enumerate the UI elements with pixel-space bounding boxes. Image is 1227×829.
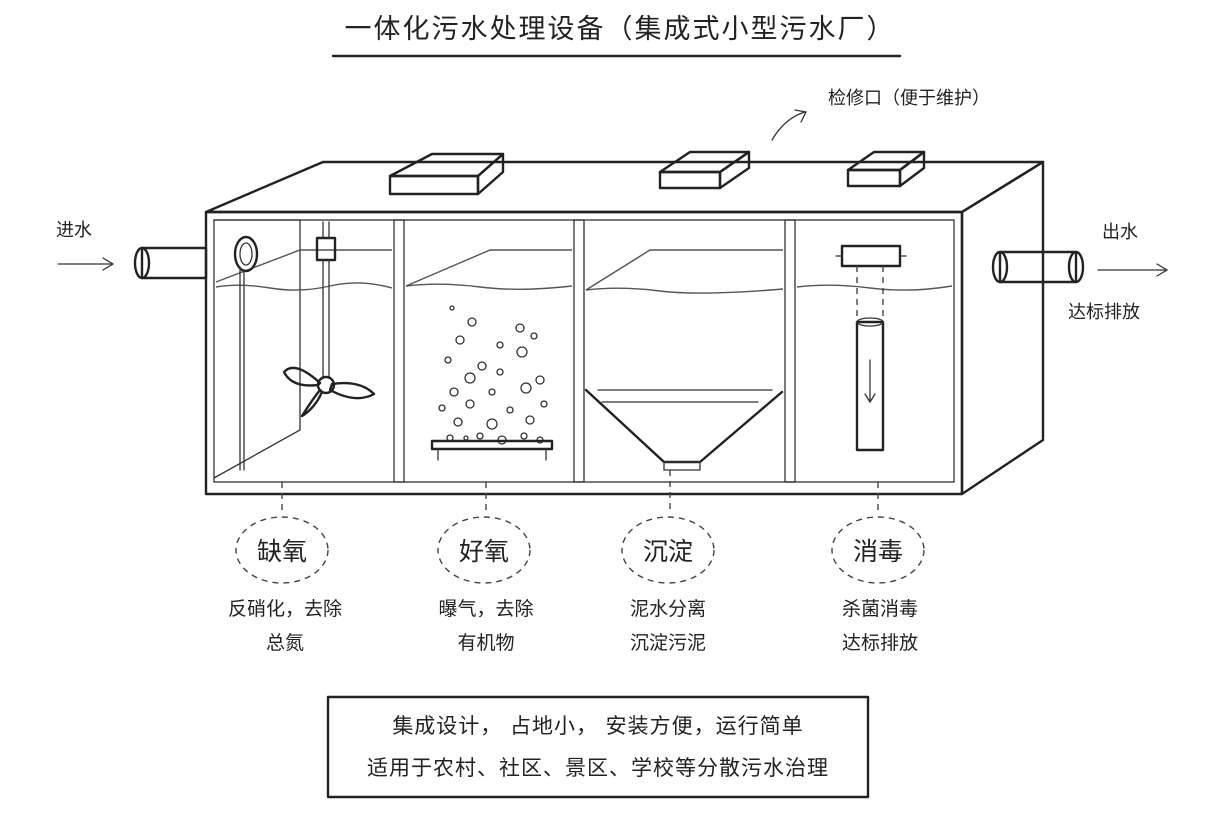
inlet-pipe — [133, 246, 208, 280]
stage-desc-line1: 杀菌消毒 — [842, 598, 918, 620]
bubble-icon — [540, 400, 548, 408]
access-port-arrow — [771, 111, 806, 141]
anoxic-mixer — [233, 221, 376, 471]
feature-line2: 适用于农村、社区、景区、学校等分散污水治理 — [367, 756, 829, 780]
disinfection-box-icon — [840, 244, 902, 268]
stage-name: 好氧 — [459, 537, 509, 566]
stage-anoxic: 缺氧 反硝化，去除 总氮 — [228, 482, 342, 654]
stage-name: 消毒 — [853, 537, 903, 566]
partitions — [393, 219, 796, 483]
bubble-icon — [486, 418, 498, 430]
bubble-icon — [530, 332, 538, 340]
partition-3 — [784, 219, 796, 483]
access-cover-1 — [388, 152, 505, 196]
access-port-arrowhead — [794, 109, 807, 123]
bubble-icon — [455, 335, 465, 345]
aerobic-aeration — [430, 305, 554, 461]
bubble-icon — [477, 361, 487, 371]
stage-desc-line2: 有机物 — [457, 632, 514, 654]
bubble-icon — [449, 387, 459, 397]
inlet-label: 进水 — [56, 220, 92, 241]
stage-desc-line1: 反硝化，去除 — [228, 598, 342, 620]
outlet-pipe — [991, 250, 1085, 284]
partition-1 — [393, 219, 405, 483]
bubble-icon — [516, 346, 528, 358]
bubble-icon — [506, 406, 514, 414]
stage-callouts: 缺氧 反硝化，去除 总氮 好氧 曝气，去除 有机物 沉淀 泥水分离 沉淀污泥 消… — [228, 470, 925, 654]
bubble-icon — [465, 399, 475, 409]
stage-desc-line2: 沉淀污泥 — [630, 632, 706, 654]
tank — [204, 160, 1045, 496]
aeration-bubbles — [438, 305, 548, 445]
stage-desc-line2: 达标排放 — [842, 632, 918, 654]
feature-box: 集成设计， 占地小， 安装方便，运行简单 适用于农村、社区、景区、学校等分散污水… — [326, 695, 870, 799]
disinfection-unit — [835, 244, 907, 452]
tank-top — [204, 160, 1045, 214]
bubble-icon — [496, 368, 504, 376]
bubble-icon — [515, 323, 525, 333]
feature-box-frame — [326, 695, 870, 799]
inlet-ring-icon — [233, 235, 259, 273]
stage-name: 沉淀 — [643, 537, 693, 566]
bubble-icon — [488, 388, 496, 396]
bubble-icon — [438, 404, 446, 412]
stage-disinfection: 消毒 杀菌消毒 达标排放 — [831, 482, 925, 654]
access-covers — [388, 150, 926, 196]
stage-name: 缺氧 — [257, 537, 307, 566]
bubble-icon — [520, 382, 532, 394]
sedimentation-hopper — [584, 388, 784, 471]
access-cover-2 — [658, 150, 751, 190]
tank-front — [204, 210, 964, 496]
stage-aerobic: 好氧 曝气，去除 有机物 — [437, 482, 534, 654]
diagram-title: 一体化污水处理设备（集成式小型污水厂） — [345, 14, 896, 45]
bubble-icon — [444, 356, 452, 364]
stage-desc-line1: 曝气，去除 — [438, 598, 533, 620]
contact-tube-icon — [855, 320, 885, 452]
bubble-icon — [525, 415, 535, 425]
bubble-icon — [464, 372, 476, 384]
bubble-icon — [535, 375, 545, 385]
partition-2 — [573, 219, 585, 483]
access-port-label: 检修口（便于维护） — [828, 88, 990, 109]
bubble-icon — [520, 432, 528, 440]
bubble-icon — [453, 417, 463, 427]
bubble-icon — [476, 432, 484, 440]
stage-desc-line1: 泥水分离 — [630, 598, 706, 620]
feature-line1: 集成设计， 占地小， 安装方便，运行简单 — [392, 714, 803, 738]
bubble-icon — [467, 317, 477, 327]
mixer-motor-icon — [315, 236, 337, 262]
outlet-label: 出水 — [1102, 222, 1138, 243]
stage-desc-line2: 总氮 — [266, 632, 304, 654]
tank-side — [960, 160, 1045, 496]
access-cover-3 — [846, 150, 926, 188]
outlet-note: 达标排放 — [1068, 302, 1140, 323]
bubble-icon — [496, 341, 504, 349]
hopper-walls — [584, 388, 784, 464]
stage-sedimentation: 沉淀 泥水分离 沉淀污泥 — [621, 470, 715, 654]
bubble-icon — [449, 305, 455, 311]
impeller-blade-icon — [282, 366, 322, 387]
diffuser-plate-icon — [430, 439, 554, 451]
bubble-icon — [463, 435, 469, 441]
